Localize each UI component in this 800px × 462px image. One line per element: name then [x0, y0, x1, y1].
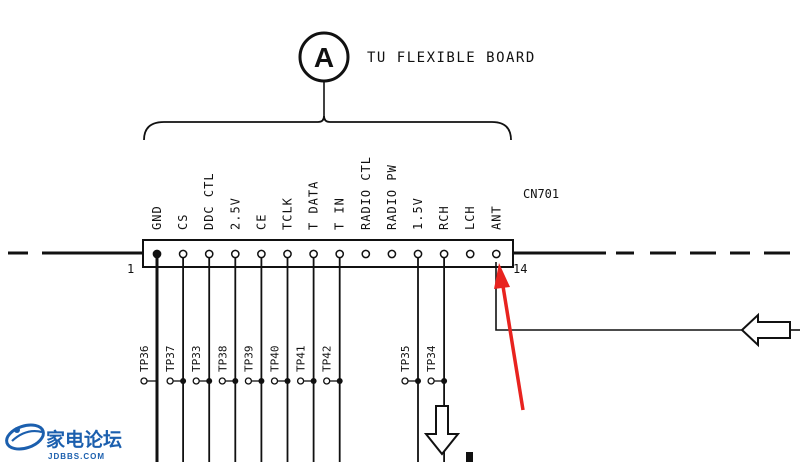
connector-pin-label: RCH [437, 205, 451, 230]
test-point: TP38 [216, 258, 239, 462]
pin-contact [439, 249, 449, 259]
connector-pins: GND CS DDC CTL 2.5V CE TCLK T DATA T IN RADIO CT… [150, 156, 503, 462]
connector-pin: T IN [333, 197, 347, 259]
test-point-pad [296, 377, 305, 385]
connector-name: CN701 [523, 187, 559, 201]
connector-pin: CE [254, 214, 268, 259]
test-point-pad [140, 377, 148, 385]
ant-input-arrow-icon [740, 312, 791, 348]
lch-terminal [466, 452, 473, 462]
pin-contact [387, 249, 397, 259]
pin-contact [178, 249, 188, 259]
connector-pin: GND [150, 205, 164, 259]
connector-pin-label: CE [254, 214, 268, 230]
test-point: TP41 [295, 258, 317, 462]
connector-pin-label: RADIO CTL [359, 156, 373, 230]
connector-pin: RCH [437, 205, 451, 259]
test-point-label: TP33 [190, 346, 203, 373]
test-point-label: TP38 [216, 346, 229, 373]
connector-pin-label: LCH [463, 205, 477, 230]
test-point: TP40 [269, 258, 291, 462]
connector-pin-end: 14 [513, 262, 527, 276]
rch-output-arrow-icon [423, 405, 461, 456]
test-point-label: TP42 [321, 346, 334, 373]
test-point-pad [244, 377, 253, 385]
test-points: TP36 TP37 TP33 TP38 TP39 TP40 TP41 TP42 TP35 TP34 [138, 258, 448, 462]
connector-pin-label: DDC CTL [202, 172, 216, 230]
pin-contact [335, 249, 345, 259]
connector-pin: ANT [489, 205, 503, 259]
test-point-label: TP39 [242, 346, 255, 373]
connector-pin-label: 1.5V [411, 197, 425, 230]
connector-pin-label: GND [150, 205, 164, 230]
test-point-pad [192, 377, 200, 385]
connector-pin-label: ANT [489, 205, 503, 230]
test-point-pad [323, 377, 331, 385]
pin-contact [283, 249, 292, 259]
test-point: TP39 [242, 258, 265, 462]
connector-pin-start: 1 [127, 262, 134, 276]
pin-contact [413, 249, 423, 259]
pin-contact [309, 249, 318, 259]
connector-pin: 1.5V [411, 197, 425, 259]
connector-pin: 2.5V [228, 197, 242, 259]
test-point: TP33 [190, 258, 213, 462]
test-point: TP42 [321, 258, 343, 462]
connector-pin-label: T DATA [307, 181, 321, 230]
test-point-pad [218, 377, 226, 385]
test-point-label: TP41 [295, 346, 308, 373]
test-point-label: TP37 [164, 346, 177, 373]
connector-pin: RADIO CTL [359, 156, 373, 259]
ant-signal-line [495, 262, 742, 331]
test-point-label: TP40 [269, 346, 282, 373]
connector-pin: T DATA [307, 181, 321, 259]
connector-body [142, 239, 514, 268]
pin-contact [491, 249, 501, 259]
highlight-arrow-head [494, 263, 510, 289]
pin-contact [204, 249, 214, 259]
test-point: TP34 [425, 258, 448, 462]
test-point-pad [427, 377, 435, 385]
test-point-label: TP35 [399, 346, 412, 373]
connector-pin: LCH [463, 205, 477, 259]
connector-pin-label: RADIO PW [385, 164, 399, 230]
connector-pin-label: CS [176, 214, 190, 230]
connector-pin-label: 2.5V [228, 197, 242, 230]
test-point: TP35 [399, 258, 421, 462]
connector-pin: TCLK [281, 197, 295, 259]
watermark-brand: 家电论坛 [46, 428, 122, 451]
pin-contact [230, 249, 240, 259]
test-point-pad [401, 377, 409, 385]
connector-pin-label: TCLK [281, 197, 295, 230]
test-point: TP36 [138, 346, 157, 385]
test-point-label: TP36 [138, 346, 151, 373]
pin-contact [361, 249, 371, 259]
connector-pin: DDC CTL [202, 172, 216, 259]
connector-pin: RADIO PW [385, 164, 399, 259]
connector-pin: CS [176, 214, 190, 259]
watermark-url: JDBBS.COM [48, 452, 105, 461]
section-circle-label: A [314, 42, 334, 73]
highlight-arrow-icon [500, 279, 525, 411]
pin-contact [465, 249, 475, 259]
test-point-pad [166, 377, 174, 385]
test-point-pad [270, 377, 279, 385]
pin-contact-filled [152, 249, 162, 259]
watermark-logo [5, 423, 45, 451]
connector-pin-label: T IN [333, 197, 347, 230]
pin-contact [257, 249, 266, 259]
pin-group-brace [143, 115, 512, 141]
test-point: TP37 [164, 258, 187, 462]
board-title: TU FLEXIBLE BOARD [367, 50, 536, 66]
test-point-label: TP34 [425, 345, 438, 372]
